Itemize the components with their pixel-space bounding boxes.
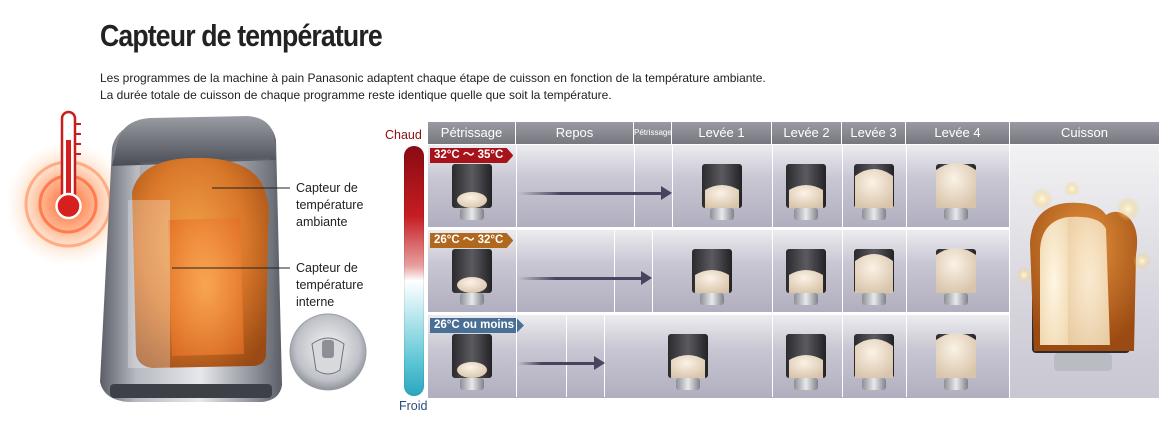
duration-arrow xyxy=(518,271,652,285)
header-levee-2: Levée 2 xyxy=(772,122,842,144)
row-temp-label: 32°C ～ 35°C xyxy=(430,148,514,163)
header-petrissage-1: Pétrissage xyxy=(428,122,516,144)
intro-text: Les programmes de la machine à pain Pana… xyxy=(100,70,766,104)
row-temp-label: 26°C ou moins xyxy=(430,318,525,333)
callout-internal-sensor: Capteur de température interne xyxy=(296,261,364,309)
program-table: Pétrissage Repos Pétrissage Levée 1 Levé… xyxy=(428,122,1159,398)
dough-pans xyxy=(452,163,976,390)
bread-machine-illustration: Capteur de température ambiante Capteur … xyxy=(0,100,380,418)
intro-line-2: La durée totale de cuisson de chaque pro… xyxy=(100,88,612,102)
duration-arrow xyxy=(518,356,605,370)
callout-ambient-sensor: Capteur de température ambiante xyxy=(296,181,364,229)
intro-line-1: Les programmes de la machine à pain Pana… xyxy=(100,71,766,85)
header-petrissage-2: Pétrissage xyxy=(634,122,672,144)
duration-arrow xyxy=(518,186,672,200)
bread-machine-icon xyxy=(6,110,367,402)
scale-hot-label: Chaud xyxy=(385,128,422,142)
header-levee-1: Levée 1 xyxy=(672,122,772,144)
cuisson-column xyxy=(1010,145,1159,398)
baked-bread-icon xyxy=(1016,181,1151,371)
header-cuisson: Cuisson xyxy=(1010,122,1159,144)
header-levee-3: Levée 3 xyxy=(842,122,906,144)
page-title: Capteur de température xyxy=(100,18,383,53)
table-row: 26°C ou moins xyxy=(428,315,1009,398)
header-repos: Repos xyxy=(516,122,634,144)
row-temp-label: 26°C ～ 32°C xyxy=(430,233,514,248)
temperature-scale-bar xyxy=(404,146,424,396)
header-levee-4: Levée 4 xyxy=(906,122,1010,144)
scale-cold-label: Froid xyxy=(399,399,428,413)
